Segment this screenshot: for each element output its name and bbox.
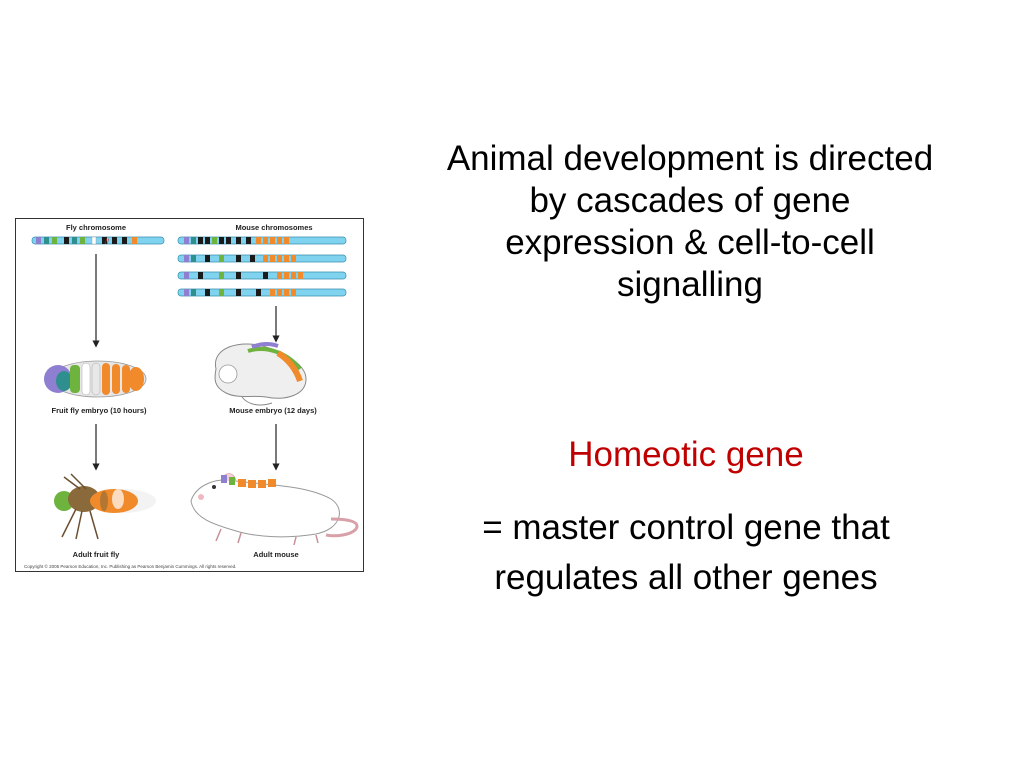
hox-figure-drawing: // [31, 236, 359, 546]
intro-line: expression & cell-to-cell [505, 223, 875, 262]
slide-text: Animal development is directed by cascad… [360, 138, 1012, 597]
homeotic-gene-term: Homeotic gene [568, 435, 804, 474]
hox-gene-figure: // [15, 218, 364, 572]
mouse-chromosomes-label: Mouse chromosomes [235, 223, 313, 232]
mouse-chromosomes [177, 236, 347, 297]
intro-line: Animal development is directed [446, 139, 934, 178]
adult-fruit-fly-label: Adult fruit fly [72, 550, 120, 559]
intro-line: signalling [617, 265, 763, 304]
definition-paragraph: = master control gene that regulates all… [360, 503, 1012, 603]
mouse-embryo [214, 341, 307, 406]
adult-mouse-label: Adult mouse [253, 550, 299, 559]
definition-line: regulates all other genes [494, 558, 878, 597]
intro-paragraph: Animal development is directed by cascad… [368, 138, 1012, 306]
intro-line: by cascades of gene [529, 181, 851, 220]
adult-fruit-fly [54, 473, 156, 540]
fruit-fly-embryo-label: Fruit fly embryo (10 hours) [51, 406, 147, 415]
fruit-fly-embryo [44, 360, 147, 398]
figure-copyright: Copyright © 2005 Pearson Education, Inc.… [24, 564, 237, 569]
fly-chromosome: // [31, 236, 165, 246]
svg-text://: // [105, 239, 109, 246]
fly-chromosome-label: Fly chromosome [65, 223, 127, 232]
adult-mouse [190, 473, 359, 546]
definition-line: = master control gene that [482, 508, 890, 547]
mouse-embryo-label: Mouse embryo (12 days) [229, 406, 317, 415]
